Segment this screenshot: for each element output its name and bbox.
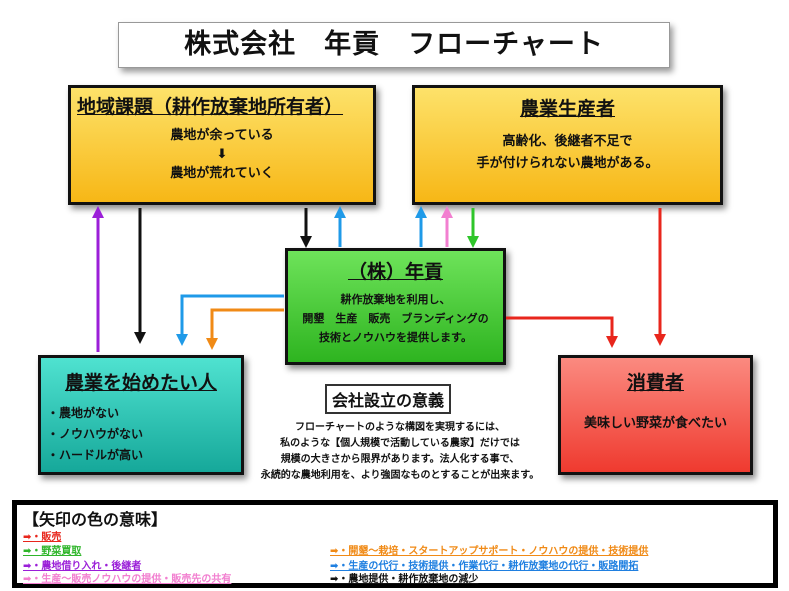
arrow-blue (176, 294, 284, 346)
significance-line: 私のような【個人規模で活動している農家】だけでは (280, 438, 520, 449)
legend-item-red: ➡・販売 (23, 532, 62, 543)
page-title: 株式会社 年貢 フローチャート (118, 22, 670, 68)
arrow-orange (206, 308, 284, 350)
consumer-title: 消費者 (626, 372, 684, 394)
legend-item-pink: ➡・生産〜販売ノウハウの提供・販売先の共有 (23, 574, 232, 585)
starter-item: ・農地がない (47, 406, 120, 420)
down-arrow-icon: ⬇ (216, 147, 228, 162)
producer-box: 農業生産者 高齢化、後継者不足で 手が付けられない農地がある。 (412, 85, 723, 205)
legend-item-blue: ➡・生産の代行・技術提供・作業代行・耕作放棄地の代行・販路開拓 (330, 561, 639, 572)
starter-title: 農業を始めたい人 (64, 372, 217, 394)
significance-line: 永続的な農地利用を、より強固なものとすることが出来ます。 (260, 470, 540, 481)
consumer-box: 消費者 美味しい野菜が食べたい (558, 355, 753, 475)
company-title: （株）年貢 (347, 261, 443, 283)
significance-title: 会社設立の意義 (325, 384, 452, 414)
arrow-red (506, 316, 618, 348)
starter-item: ・ノウハウがない (47, 427, 144, 441)
company-line1: 耕作放棄地を利用し、 (340, 293, 451, 306)
region-issue-title: 地域課題（耕作放棄地所有者） (77, 96, 344, 118)
starter-item: ・ハードルが高い (47, 448, 144, 462)
region-line2: 農地が荒れていく (170, 166, 274, 181)
legend-item-green: ➡・野菜買取 (23, 546, 82, 557)
legend-item-orange: ➡・開墾〜栽培・スタートアップサポート・ノウハウの提供・技術提供 (330, 546, 649, 557)
legend: 【矢印の色の意味】 ➡・販売 ➡・野菜買取 ➡・農地借り入れ・後継者 ➡・生産〜… (12, 500, 778, 588)
producer-line1: 高齢化、後継者不足で (502, 134, 633, 149)
significance-text: フローチャートのような構図を実現するには、 私のような【個人規模で活動している農… (240, 420, 560, 484)
producer-line2: 手が付けられない農地がある。 (476, 156, 659, 171)
company-line2: 開墾 生産 販売 ブランディングの (302, 312, 489, 325)
arrows-layer (92, 206, 666, 352)
legend-item-black: ➡・農地提供・耕作放棄地の減少 (330, 574, 479, 585)
legend-title: 【矢印の色の意味】 (23, 510, 168, 529)
region-line1: 農地が余っている (170, 128, 274, 143)
company-box: （株）年貢 耕作放棄地を利用し、 開墾 生産 販売 ブランディングの 技術とノウ… (285, 248, 506, 365)
consumer-line1: 美味しい野菜が食べたい (583, 416, 727, 431)
region-issue-box: 地域課題（耕作放棄地所有者） 農地が余っている ⬇ 農地が荒れていく (68, 85, 376, 205)
company-line3: 技術とノウハウを提供します。 (319, 331, 472, 344)
significance-line: フローチャートのような構図を実現するには、 (295, 422, 505, 433)
legend-item-purple: ➡・農地借り入れ・後継者 (23, 561, 142, 572)
significance-line: 規模の大きさから限界があります。法人化する事で、 (280, 454, 520, 465)
starter-box: 農業を始めたい人 ・農地がない ・ノウハウがない ・ハードルが高い (38, 355, 244, 475)
producer-title: 農業生産者 (519, 98, 615, 120)
